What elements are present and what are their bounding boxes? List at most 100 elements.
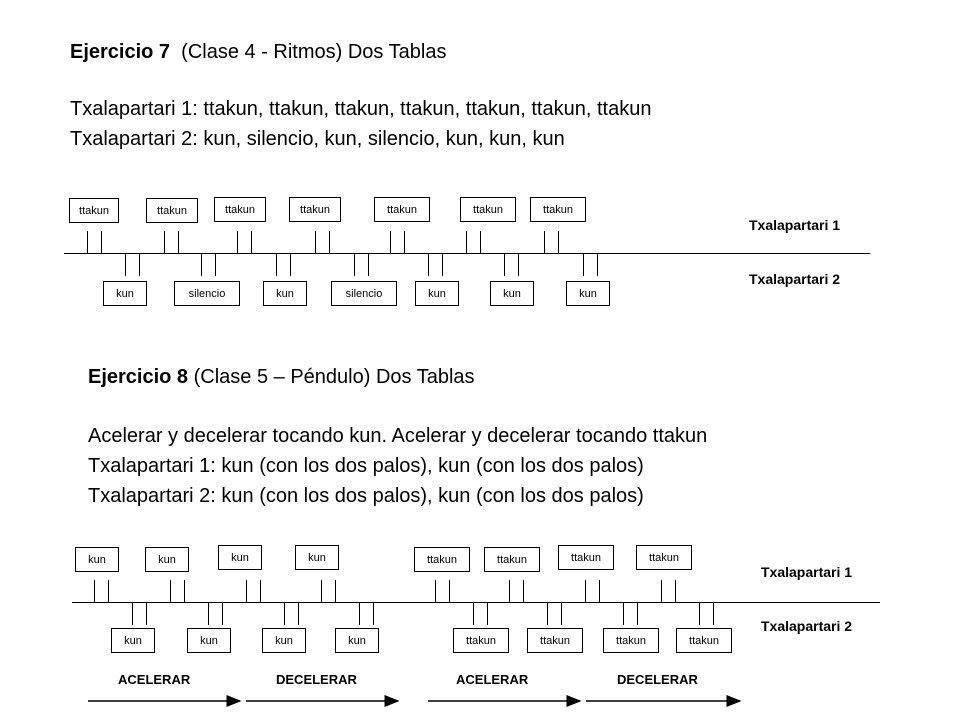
strike-tick bbox=[178, 231, 179, 253]
strike-tick bbox=[466, 231, 467, 253]
ex7-bottom-box: silencio bbox=[331, 281, 397, 306]
ex8-bottom-box: kun bbox=[262, 628, 306, 653]
strike-tick bbox=[713, 603, 714, 625]
ex8-top-box: ttakun bbox=[414, 547, 470, 572]
strike-tick bbox=[246, 580, 247, 602]
strike-tick bbox=[222, 603, 223, 625]
ex8-bottom-box: ttakun bbox=[453, 628, 509, 653]
ex8-bottom-box: ttakun bbox=[527, 628, 583, 653]
ex8-direction-label: ACELERAR bbox=[456, 672, 529, 687]
strike-tick bbox=[315, 231, 316, 253]
ex8-title: Ejercicio 8 (Clase 5 – Péndulo) Dos Tabl… bbox=[88, 366, 475, 388]
ex7-top-box: ttakun bbox=[146, 198, 198, 223]
strike-tick bbox=[449, 580, 450, 602]
strike-tick bbox=[94, 580, 95, 602]
ex7-bottom-box: kun bbox=[490, 281, 534, 306]
strike-tick bbox=[544, 231, 545, 253]
strike-tick bbox=[298, 603, 299, 625]
ex8-top-box: kun bbox=[145, 547, 189, 572]
strike-tick bbox=[404, 231, 405, 253]
strike-tick bbox=[661, 580, 662, 602]
strike-tick bbox=[215, 254, 216, 276]
ex8-direction-label: DECELERAR bbox=[617, 672, 698, 687]
strike-tick bbox=[170, 580, 171, 602]
strike-tick bbox=[354, 254, 355, 276]
strike-tick bbox=[284, 603, 285, 625]
ex7-label-txalapartari-2: Txalapartari 2 bbox=[749, 271, 841, 287]
strike-tick bbox=[675, 580, 676, 602]
ex8-top-box: ttakun bbox=[484, 547, 540, 572]
strike-tick bbox=[139, 254, 140, 276]
ex7-line-1: Txalapartari 1: ttakun, ttakun, ttakun, … bbox=[70, 98, 652, 120]
strike-tick bbox=[329, 231, 330, 253]
strike-tick bbox=[435, 580, 436, 602]
strike-tick bbox=[108, 580, 109, 602]
ex7-top-box: ttakun bbox=[69, 198, 119, 223]
strike-tick bbox=[237, 231, 238, 253]
ex8-top-box: kun bbox=[75, 547, 119, 572]
ex7-bottom-box: silencio bbox=[174, 281, 240, 306]
strike-tick bbox=[368, 254, 369, 276]
ex7-timeline bbox=[64, 253, 870, 254]
ex8-label-txalapartari-1: Txalapartari 1 bbox=[761, 564, 853, 580]
ex7-top-box: ttakun bbox=[289, 197, 341, 222]
strike-tick bbox=[428, 254, 429, 276]
ex8-top-box: ttakun bbox=[558, 545, 614, 570]
strike-tick bbox=[442, 254, 443, 276]
strike-tick bbox=[251, 231, 252, 253]
strike-tick bbox=[473, 603, 474, 625]
strike-tick bbox=[321, 580, 322, 602]
strike-tick bbox=[359, 603, 360, 625]
strike-tick bbox=[487, 603, 488, 625]
strike-tick bbox=[599, 580, 600, 602]
strike-tick bbox=[585, 580, 586, 602]
ex8-bottom-box: ttakun bbox=[676, 628, 732, 653]
ex8-line-3: Txalapartari 2: kun (con los dos palos),… bbox=[88, 485, 644, 507]
ex8-line-1: Acelerar y decelerar tocando kun. Aceler… bbox=[88, 425, 708, 447]
strike-tick bbox=[125, 254, 126, 276]
strike-tick bbox=[547, 603, 548, 625]
strike-tick bbox=[184, 580, 185, 602]
strike-tick bbox=[335, 580, 336, 602]
strike-tick bbox=[208, 603, 209, 625]
strike-tick bbox=[146, 603, 147, 625]
ex8-bottom-box: kun bbox=[187, 628, 231, 653]
strike-tick bbox=[201, 254, 202, 276]
strike-tick bbox=[132, 603, 133, 625]
ex8-title-rest: (Clase 5 – Péndulo) Dos Tablas bbox=[188, 366, 475, 388]
ex8-label-txalapartari-2: Txalapartari 2 bbox=[761, 618, 853, 634]
strike-tick bbox=[623, 603, 624, 625]
strike-tick bbox=[558, 231, 559, 253]
ex8-bottom-box: kun bbox=[111, 628, 155, 653]
ex7-title-rest: (Clase 4 - Ritmos) Dos Tablas bbox=[170, 41, 447, 63]
ex8-title-bold: Ejercicio 8 bbox=[88, 366, 189, 388]
strike-tick bbox=[101, 231, 102, 253]
strike-tick bbox=[509, 580, 510, 602]
strike-tick bbox=[164, 231, 165, 253]
strike-tick bbox=[597, 254, 598, 276]
ex7-top-box: ttakun bbox=[530, 197, 586, 222]
ex8-direction-label: ACELERAR bbox=[118, 672, 191, 687]
ex8-direction-label: DECELERAR bbox=[276, 672, 357, 687]
ex7-bottom-box: kun bbox=[415, 281, 459, 306]
ex7-title-bold: Ejercicio 7 bbox=[70, 41, 171, 63]
strike-tick bbox=[583, 254, 584, 276]
ex8-timeline bbox=[72, 602, 880, 603]
strike-tick bbox=[561, 603, 562, 625]
ex8-bottom-box: ttakun bbox=[603, 628, 659, 653]
ex7-bottom-box: kun bbox=[103, 281, 147, 306]
ex8-top-box: kun bbox=[218, 545, 262, 570]
strike-tick bbox=[480, 231, 481, 253]
strike-tick bbox=[518, 254, 519, 276]
ex8-top-box: ttakun bbox=[636, 545, 692, 570]
ex7-top-box: ttakun bbox=[374, 197, 430, 222]
ex7-title: Ejercicio 7 (Clase 4 - Ritmos) Dos Tabla… bbox=[70, 41, 446, 63]
ex7-top-box: ttakun bbox=[214, 197, 266, 222]
strike-tick bbox=[390, 231, 391, 253]
strike-tick bbox=[699, 603, 700, 625]
ex7-label-txalapartari-1: Txalapartari 1 bbox=[749, 217, 841, 233]
strike-tick bbox=[87, 231, 88, 253]
ex8-line-2: Txalapartari 1: kun (con los dos palos),… bbox=[88, 455, 644, 477]
strike-tick bbox=[276, 254, 277, 276]
